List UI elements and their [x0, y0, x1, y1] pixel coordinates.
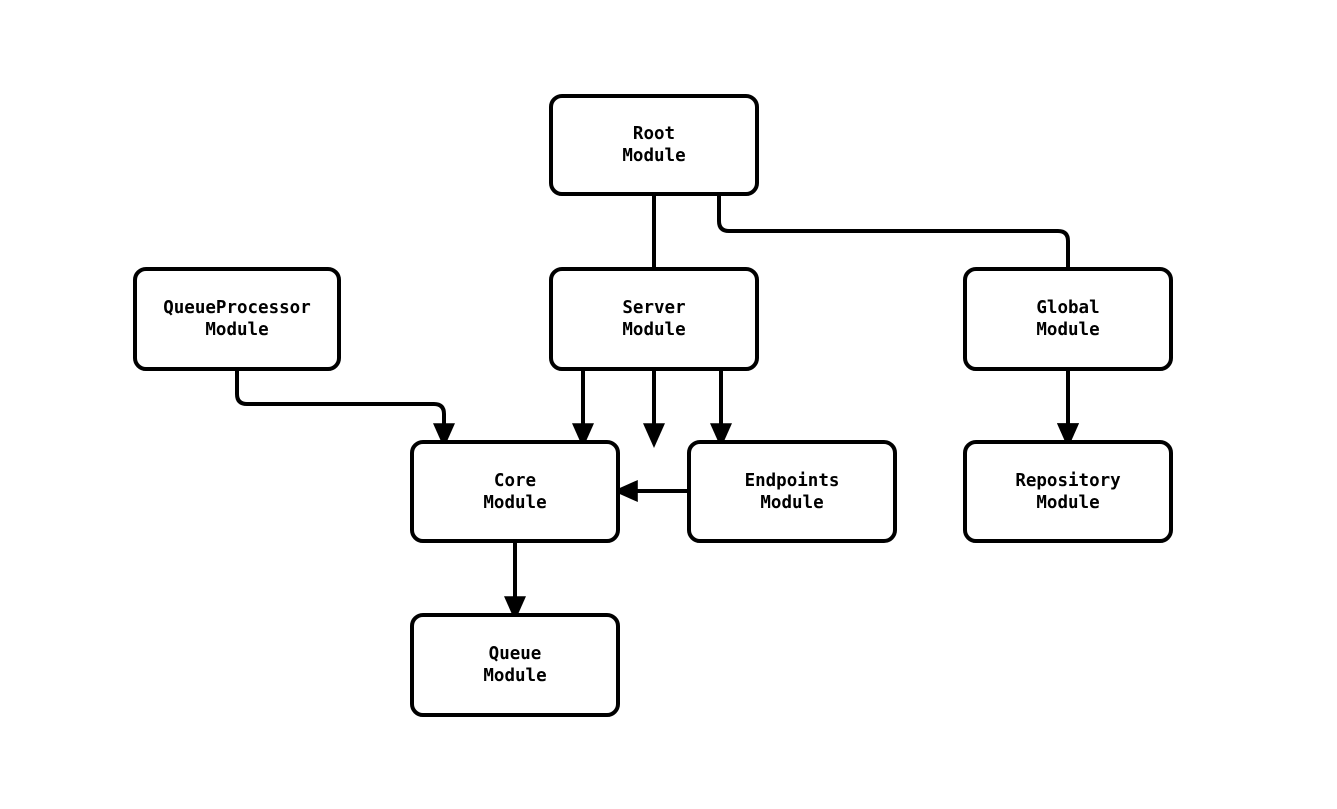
server-module-node[interactable]: Server Module	[549, 267, 759, 371]
node-label-line1: Core	[493, 470, 537, 491]
node-label-line2: Module	[483, 666, 547, 686]
node-label-line1: Server	[622, 298, 686, 318]
queue-module-node[interactable]: Queue Module	[410, 613, 620, 717]
node-label-line1: Root	[632, 124, 676, 144]
global-module-node[interactable]: Global Module	[963, 267, 1173, 371]
node-label-line2: Module	[1036, 492, 1100, 513]
node-label-line1: QueueProcessor	[163, 298, 311, 318]
node-label-line2: Module	[760, 492, 824, 513]
node-label-line2: Module	[483, 492, 547, 513]
endpoints-module-node[interactable]: Endpoints Module	[687, 440, 897, 543]
repository-module-node[interactable]: Repository Module	[963, 440, 1173, 543]
root-module-node[interactable]: Root Module	[549, 94, 759, 196]
node-label-line2: Module	[1036, 320, 1100, 340]
node-label-line2: Module	[622, 146, 686, 166]
queueprocessor-module-node[interactable]: QueueProcessor Module	[133, 267, 341, 371]
core-module-node[interactable]: Core Module	[410, 440, 620, 543]
node-label-line2: Module	[622, 320, 686, 340]
node-label-line1: Queue	[488, 644, 542, 664]
node-label-line1: Global	[1036, 298, 1100, 318]
edge-queueprocessor-to-core	[235, 371, 455, 448]
node-label-line1: Repository	[1015, 470, 1121, 491]
node-label-line2: Module	[205, 320, 269, 340]
node-label-line1: Endpoints	[744, 470, 840, 491]
